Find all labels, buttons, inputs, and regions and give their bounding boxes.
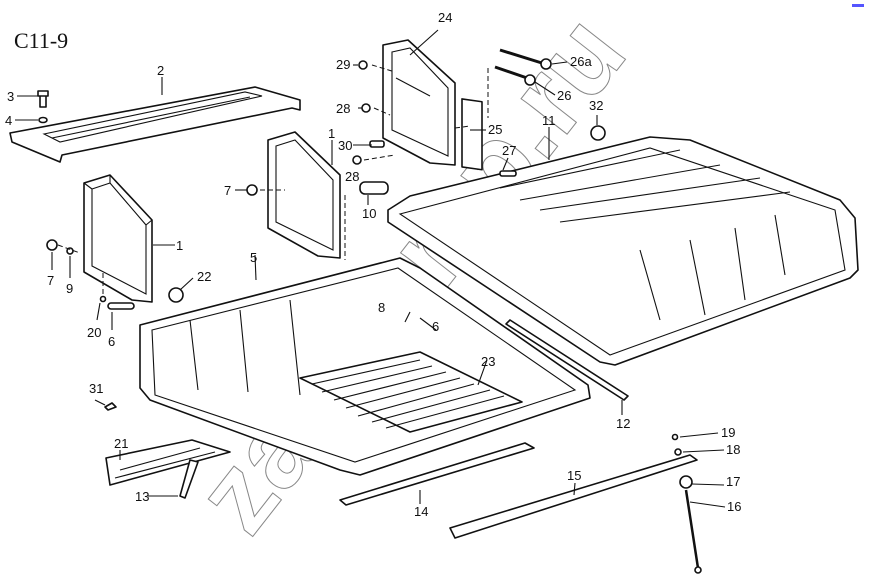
callout-14: 14 [414, 504, 428, 519]
hinge-bolt-30 [369, 140, 385, 148]
hinge-plate-25 [461, 98, 483, 171]
callout-24: 24 [438, 10, 452, 25]
callout-26: 26 [557, 88, 571, 103]
callout-9: 9 [66, 281, 73, 296]
rod-washer-18 [674, 448, 682, 456]
callout-26a: 26a [570, 54, 592, 69]
nut-28-upper [361, 103, 371, 113]
callout-31: 31 [89, 381, 103, 396]
bushing-10 [359, 181, 389, 195]
rivet-31 [104, 402, 117, 411]
screw-27 [499, 170, 517, 177]
callout-5: 5 [250, 250, 257, 265]
callout-10: 10 [362, 206, 376, 221]
nut-7-left [46, 239, 58, 251]
nut-28-lower [352, 155, 362, 165]
long-bolts [494, 48, 552, 86]
callout-23: 23 [481, 354, 495, 369]
lock-washer-9 [66, 247, 74, 255]
callout-12: 12 [616, 416, 630, 431]
washer-20 [99, 295, 107, 303]
callout-1-left: 1 [176, 238, 183, 253]
callout-19: 19 [721, 425, 735, 440]
plug-22 [168, 287, 184, 303]
callout-7-center: 7 [224, 183, 231, 198]
callout-16: 16 [727, 499, 741, 514]
bolt-3 [37, 90, 49, 108]
diagram-title: C11-9 [14, 28, 69, 53]
top-rail-plate [9, 86, 301, 163]
prop-rod-16 [679, 475, 702, 574]
callout-15: 15 [567, 468, 581, 483]
callout-28-upper: 28 [336, 101, 350, 116]
corner-mark [852, 4, 864, 7]
side-box-center [267, 131, 341, 259]
step-bracket-13 [179, 459, 199, 499]
callout-28-lower: 28 [345, 169, 359, 184]
side-box-left [83, 174, 153, 303]
support-bar-15 [449, 454, 698, 539]
callout-2: 2 [157, 63, 164, 78]
pin-6 [107, 302, 135, 310]
callout-13: 13 [135, 489, 149, 504]
floor-mat [299, 351, 523, 433]
nut-29 [358, 60, 368, 70]
washer-4 [38, 116, 48, 124]
callout-25: 25 [488, 122, 502, 137]
grommet-32 [590, 125, 606, 141]
callout-18: 18 [726, 442, 740, 457]
callout-30: 30 [338, 138, 352, 153]
callout-11: 11 [542, 113, 556, 128]
callout-1-center: 1 [328, 126, 335, 141]
callout-27: 27 [502, 143, 516, 158]
callout-21: 21 [114, 436, 128, 451]
seal-strip-12 [505, 319, 629, 401]
callout-4: 4 [5, 113, 12, 128]
callout-17: 17 [726, 474, 740, 489]
callout-7-left: 7 [47, 273, 54, 288]
callout-labels: 2 3 4 1 1 5 7 9 20 6 7 22 29 28 30 28 10… [5, 10, 741, 519]
callout-6-left: 6 [108, 334, 115, 349]
nut-7-center [246, 184, 258, 196]
hinge-box [382, 39, 456, 166]
callout-20: 20 [87, 325, 101, 340]
callout-6-tray: 6 [432, 319, 439, 334]
callout-22: 22 [197, 269, 211, 284]
callout-29: 29 [336, 57, 350, 72]
callout-8: 8 [378, 300, 385, 315]
cover-lid [387, 136, 859, 366]
rod-clip-19 [671, 433, 679, 441]
leader-lines [15, 29, 726, 508]
assembly-lines [57, 64, 489, 294]
callout-3: 3 [7, 89, 14, 104]
step-plate-21 [105, 439, 231, 486]
seal-strip-14 [339, 442, 535, 506]
callout-32: 32 [589, 98, 603, 113]
